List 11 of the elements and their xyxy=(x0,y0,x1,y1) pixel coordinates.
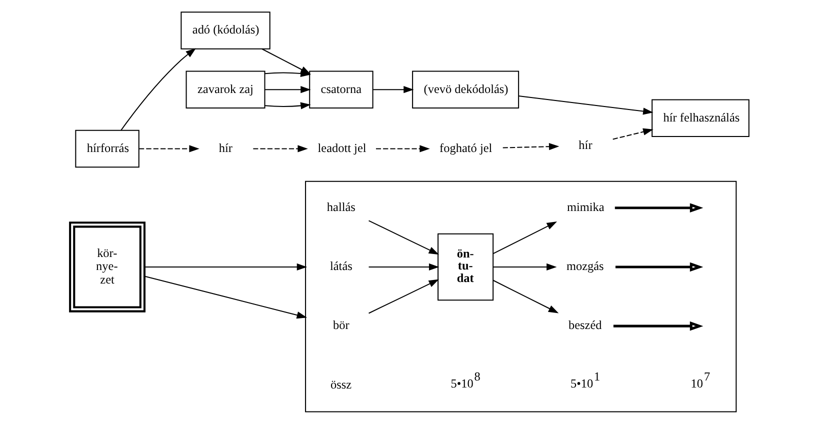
node-text: leadott jel xyxy=(317,140,366,155)
node-text: beszéd xyxy=(568,318,602,332)
node-text: bör xyxy=(332,318,349,332)
node-text: hír xyxy=(218,140,232,155)
node-text: hír xyxy=(578,138,592,152)
node-text: hallás xyxy=(326,200,355,214)
label: össz xyxy=(330,377,352,392)
node-text: látás xyxy=(329,259,352,274)
node-text: mozgás xyxy=(566,259,604,274)
node-text: mimika xyxy=(566,200,604,214)
node-text: fogható jel xyxy=(439,140,492,155)
